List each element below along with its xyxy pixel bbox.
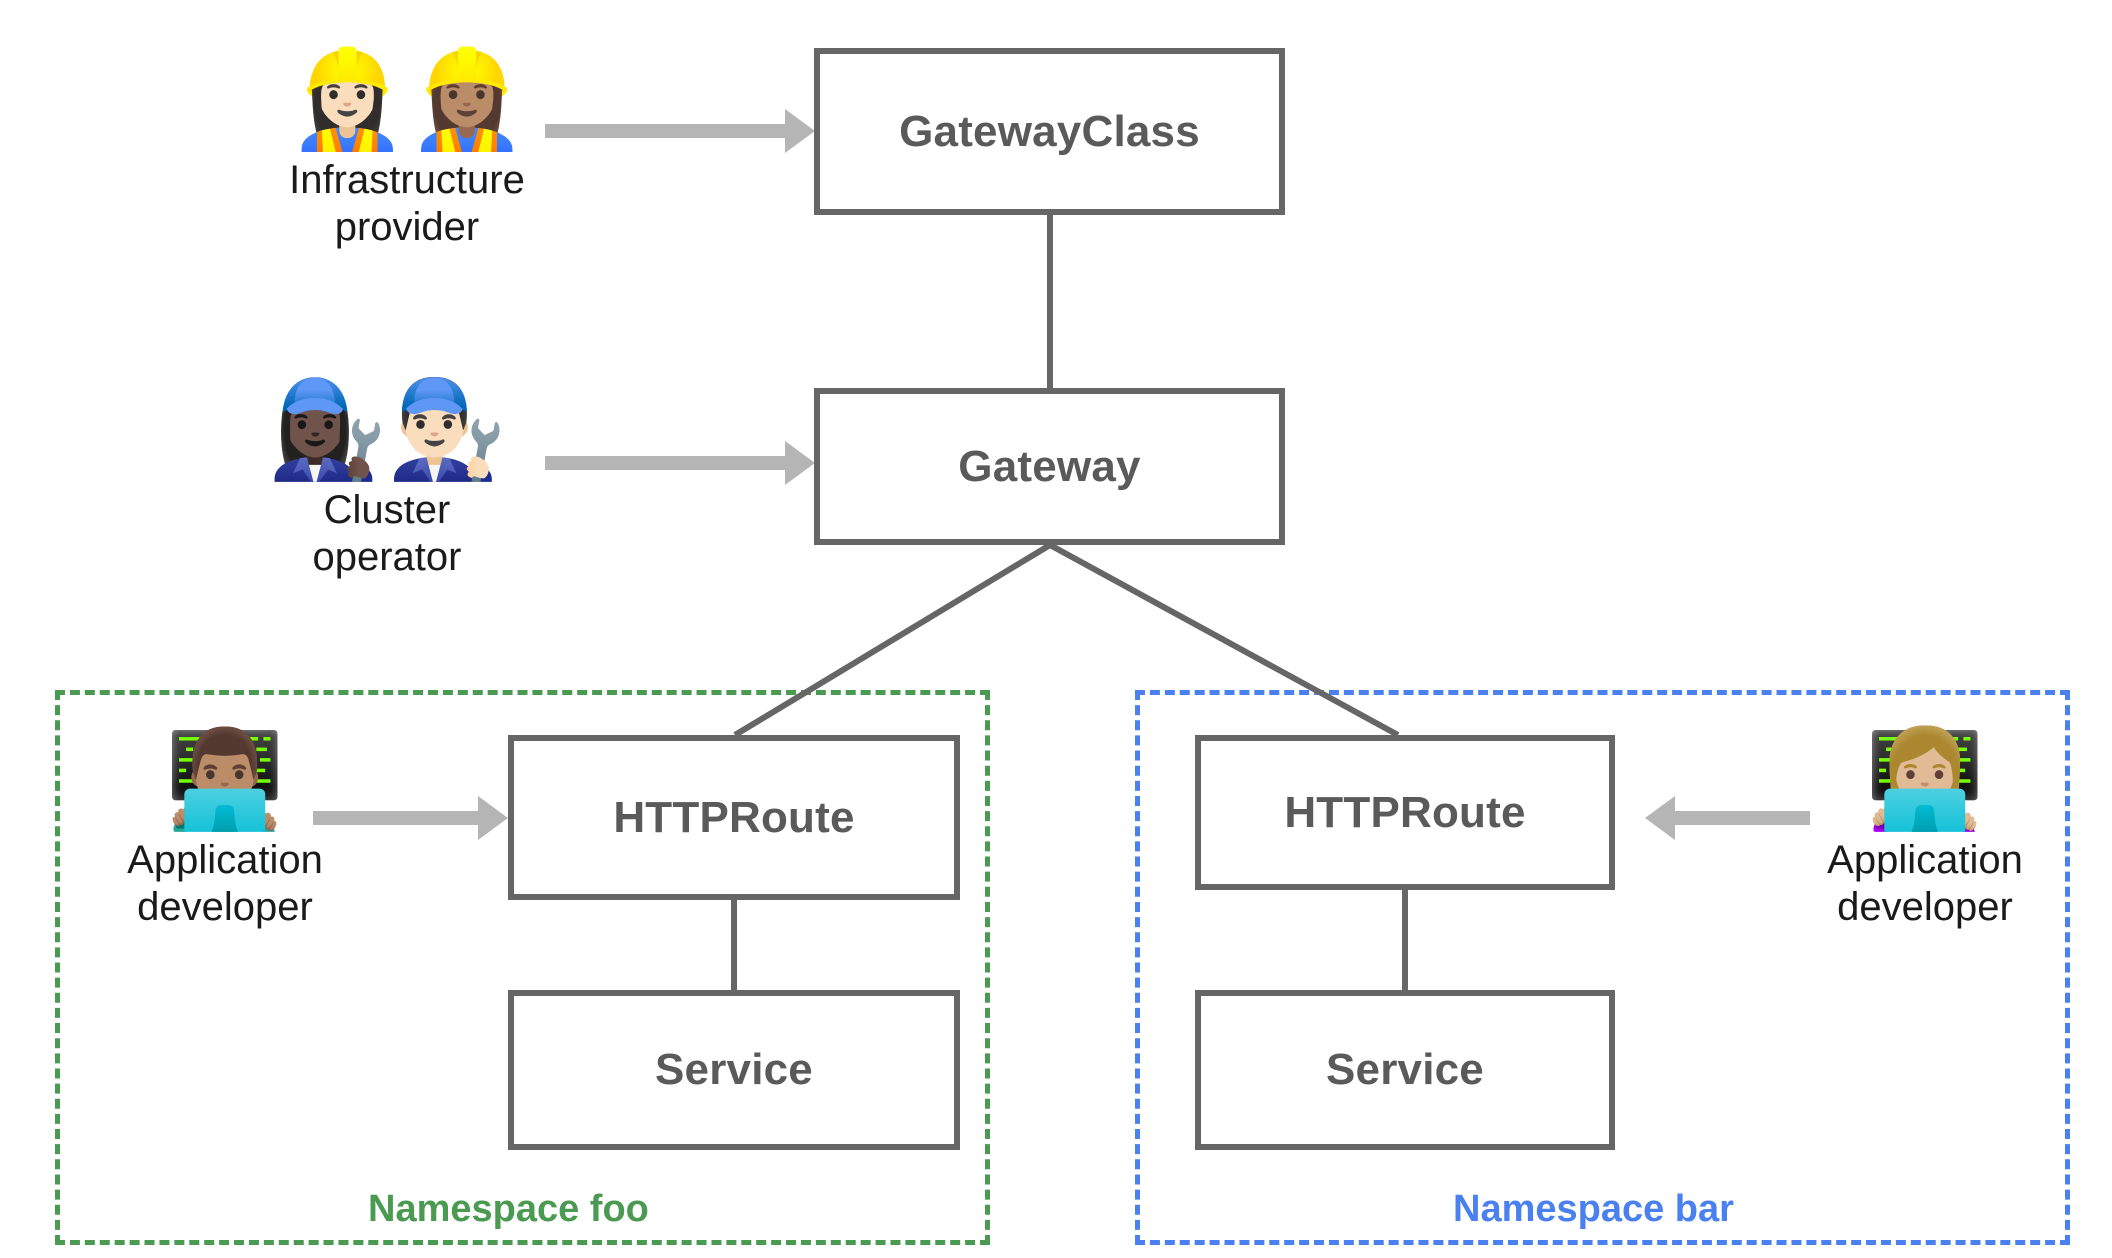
resource-box-service-foo[interactable]: Service [508, 990, 960, 1150]
actor-infrastructure-provider-label: Infrastructure provider [289, 157, 525, 249]
construction-worker-icon: 👷🏻‍♀️👷🏽‍♀️ [287, 46, 527, 153]
gateway-label: Gateway [958, 441, 1141, 491]
man-technologist-icon: 👨🏽‍💻 [165, 726, 285, 833]
actor-cluster-operator-label: Cluster operator [312, 487, 462, 579]
arrow-cluster-operator-to-gateway [545, 456, 785, 470]
namespace-container-bar [1135, 690, 2070, 1245]
actor-cluster-operator: 👩🏿‍🔧👨🏻‍🔧 Cluster operator [252, 376, 522, 581]
actor-application-developer-foo-label: Application developer [127, 837, 323, 929]
arrow-app-developer-to-httproute-foo [313, 811, 478, 825]
namespace-container-foo [55, 690, 990, 1245]
service-bar-label: Service [1326, 1045, 1484, 1094]
namespace-label-foo: Namespace foo [368, 1188, 649, 1230]
arrow-infrastructure-provider-to-gatewayclass [545, 124, 785, 138]
actor-application-developer-bar-label: Application developer [1827, 837, 2023, 929]
resource-box-httproute-bar[interactable]: HTTPRoute [1195, 735, 1615, 890]
resource-box-gatewayclass[interactable]: GatewayClass [814, 48, 1285, 215]
resource-box-httproute-foo[interactable]: HTTPRoute [508, 735, 960, 900]
connector-httproute-service-foo [731, 900, 737, 990]
resource-box-gateway[interactable]: Gateway [814, 388, 1285, 545]
gatewayclass-label: GatewayClass [899, 106, 1200, 156]
namespace-label-bar: Namespace bar [1453, 1188, 1734, 1230]
actor-application-developer-foo: 👨🏽‍💻 Application developer [105, 726, 345, 931]
connector-httproute-service-bar [1402, 890, 1408, 990]
actor-infrastructure-provider: 👷🏻‍♀️👷🏽‍♀️ Infrastructure provider [272, 46, 542, 251]
httproute-bar-label: HTTPRoute [1284, 787, 1526, 837]
httproute-foo-label: HTTPRoute [613, 792, 855, 842]
resource-box-service-bar[interactable]: Service [1195, 990, 1615, 1150]
connector-gatewayclass-gateway [1047, 215, 1053, 388]
arrow-app-developer-to-httproute-bar [1675, 811, 1810, 825]
service-foo-label: Service [655, 1045, 813, 1094]
woman-technologist-icon: 👩🏼‍💻 [1865, 726, 1985, 833]
mechanic-icon: 👩🏿‍🔧👨🏻‍🔧 [267, 376, 507, 483]
actor-application-developer-bar: 👩🏼‍💻 Application developer [1805, 726, 2045, 931]
